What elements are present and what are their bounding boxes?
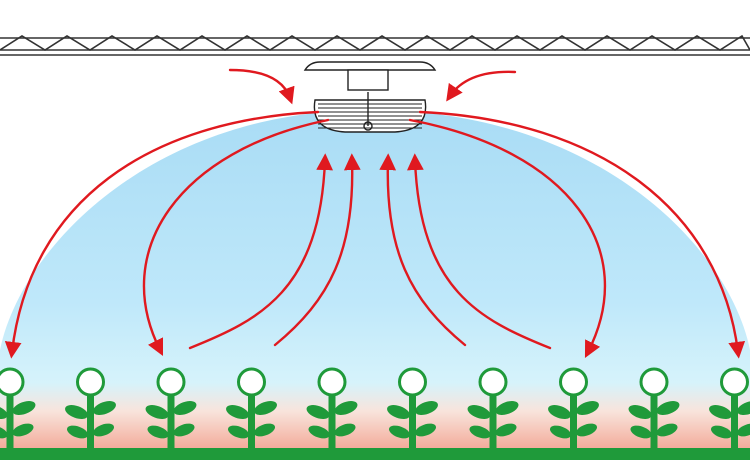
outflow-arrow-left (142, 118, 330, 357)
plant-bud (720, 367, 749, 397)
plant-leaf (66, 425, 89, 439)
ceiling-fan-icon (303, 61, 437, 133)
ground-line (0, 448, 750, 460)
seedling-icon (628, 367, 680, 448)
plant-leaf (226, 405, 249, 419)
plant-leaf (656, 401, 680, 415)
rising-arrow-2 (273, 153, 361, 347)
seedling-icon (709, 367, 750, 448)
plant-leaf (147, 425, 169, 439)
plant-leaf (549, 425, 572, 439)
plant-leaf (173, 423, 195, 437)
airflow-arrows (4, 68, 746, 359)
seedling-icon (226, 367, 277, 448)
plant-leaf (92, 423, 115, 437)
plant-leaf (253, 423, 276, 437)
air-dome (0, 110, 750, 460)
plant-leaf (0, 425, 8, 439)
plant-leaf (227, 425, 250, 439)
plant-leaf (656, 423, 678, 437)
plant-leaf (495, 423, 517, 437)
plant-leaf (306, 405, 330, 419)
intake-arrow-right (446, 70, 517, 102)
seedling-icon (306, 367, 358, 448)
outflow-arrow-far-right (418, 110, 746, 359)
rising-arrow-4 (406, 153, 552, 350)
plant-leaf (12, 401, 36, 415)
plant-leaf (254, 401, 277, 415)
truss-web (0, 34, 750, 51)
greenhouse-roof-truss (0, 34, 750, 56)
plant-bud (317, 367, 347, 397)
plant-bud (0, 367, 25, 397)
seedling-icon (387, 367, 438, 448)
rising-arrow-3 (379, 153, 467, 347)
plant-leaf (576, 401, 599, 415)
plant-leaf (65, 405, 88, 419)
plant-leaf (628, 405, 652, 419)
plant-leaf (736, 423, 750, 437)
plant-leaf (0, 405, 8, 419)
seedling-icon (145, 367, 197, 448)
outflow-arrow-right (408, 118, 607, 358)
plant-leaf (308, 425, 330, 439)
plant-bud (478, 367, 508, 397)
plant-leaf (145, 405, 169, 419)
plant-leaf (630, 425, 652, 439)
plant-leaf (575, 423, 598, 437)
plant-leaf (388, 425, 411, 439)
plant-leaf (387, 405, 410, 419)
seedling-icon (548, 367, 599, 448)
plant-bud (559, 367, 588, 397)
plant-bud (237, 367, 266, 397)
intake-arrow-left (228, 68, 295, 105)
plant-leaf (334, 423, 356, 437)
seedling-icon (0, 367, 36, 448)
plant-leaf (173, 401, 197, 415)
rising-arrow-1 (188, 153, 334, 350)
plant-bud (398, 367, 427, 397)
plant-leaf (548, 405, 571, 419)
plant-leaf (469, 425, 491, 439)
plant-leaf (415, 401, 438, 415)
plant-bud (156, 367, 186, 397)
plant-leaf (495, 401, 519, 415)
plant-leaf (12, 423, 34, 437)
plant-leaf (737, 401, 750, 415)
plant-leaf (334, 401, 358, 415)
plant-leaf (709, 405, 732, 419)
seedling-icon (467, 367, 519, 448)
plant-bud (76, 367, 105, 397)
seedling-icon (65, 367, 116, 448)
plant-leaf (93, 401, 116, 415)
plant-bud (639, 367, 669, 397)
plant-leaf (414, 423, 437, 437)
plant-row (0, 367, 750, 448)
plant-leaf (710, 425, 733, 439)
plant-leaf (467, 405, 491, 419)
outflow-arrow-far-left (4, 110, 320, 359)
